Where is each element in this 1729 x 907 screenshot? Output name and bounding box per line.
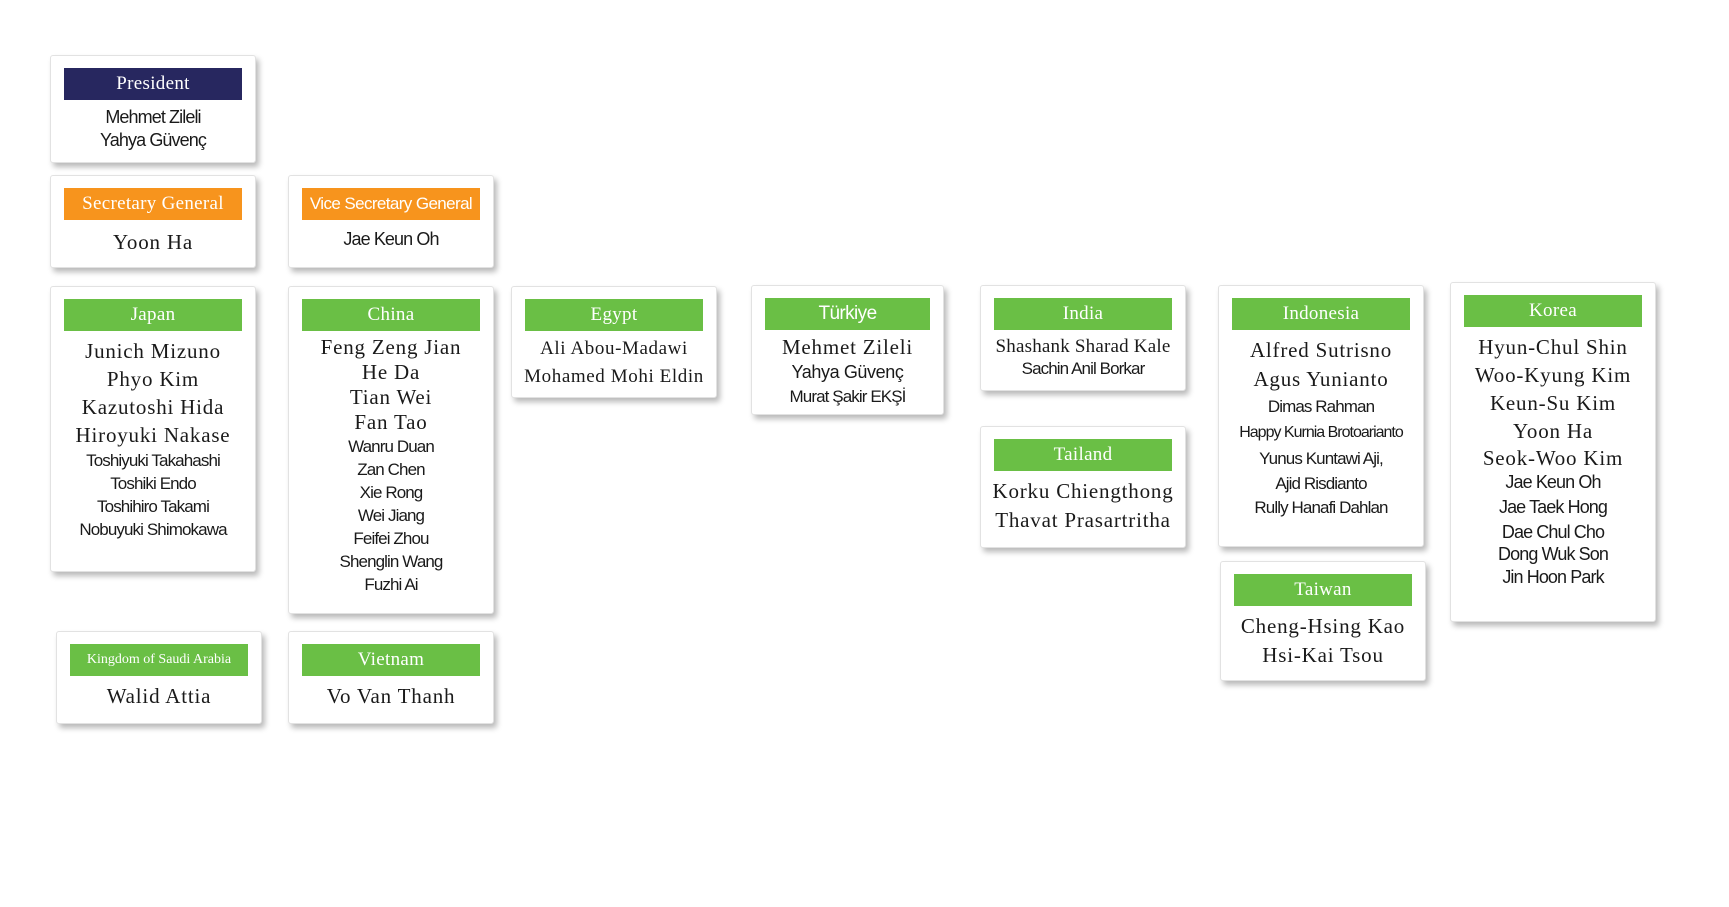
member-name: Jae Keun Oh xyxy=(343,229,439,249)
country-header-japan: Japan xyxy=(64,299,242,331)
member-name: Yahya Güvenç xyxy=(791,362,904,382)
member-name: Fan Tao xyxy=(354,410,428,434)
country-card-indonesia: Indonesia Alfred Sutrisno Agus Yunianto … xyxy=(1218,285,1424,547)
country-members-tailand: Korku Chiengthong Thavat Prasartritha xyxy=(981,477,1185,535)
country-card-taiwan: Taiwan Cheng-Hsing Kao Hsi-Kai Tsou xyxy=(1220,561,1426,681)
member-name: Toshiyuki Takahashi xyxy=(86,451,221,470)
member-name: Sachin Anil Borkar xyxy=(1021,359,1146,378)
member-name: Walid Attia xyxy=(106,684,212,708)
member-name: Yoon Ha xyxy=(113,230,193,254)
country-members-turkiye: Mehmet Zileli Yahya Güvenç Murat Şakir E… xyxy=(752,334,943,408)
country-members-saudi-arabia: Walid Attia xyxy=(57,682,261,710)
country-members-korea: Hyun-Chul Shin Woo-Kyung Kim Keun-Su Kim… xyxy=(1451,333,1655,590)
country-header-egypt: Egypt xyxy=(525,299,703,331)
country-members-vietnam: Vo Van Thanh xyxy=(289,682,493,710)
member-name: Murat Şakir EKŞİ xyxy=(789,387,907,406)
member-name: Dong Wuk Son xyxy=(1498,544,1609,564)
president-card: President Mehmet Zileli Yahya Güvenç xyxy=(50,55,256,163)
member-name: Toshihiro Takami xyxy=(97,497,210,516)
country-card-japan: Japan Junich Mizuno Phyo Kim Kazutoshi H… xyxy=(50,286,256,572)
member-name: Vo Van Thanh xyxy=(326,684,456,708)
member-name: Kazutoshi Hida xyxy=(81,395,225,419)
country-header-vietnam: Vietnam xyxy=(302,644,480,676)
member-name: Agus Yunianto xyxy=(1253,367,1389,391)
member-name: Feng Zeng Jian xyxy=(320,335,462,359)
country-header-saudi-arabia: Kingdom of Saudi Arabia xyxy=(70,644,248,676)
member-name: Cheng-Hsing Kao xyxy=(1240,614,1406,638)
country-header-tailand: Tailand xyxy=(994,439,1172,471)
country-card-saudi-arabia: Kingdom of Saudi Arabia Walid Attia xyxy=(56,631,262,724)
member-name: Tian Wei xyxy=(349,385,433,409)
country-card-egypt: Egypt Ali Abou-Madawi Mohamed Mohi Eldin xyxy=(511,286,717,398)
member-name: Mehmet Zileli xyxy=(781,335,914,359)
member-name: Mehmet Zileli xyxy=(105,107,201,127)
member-name: Hiroyuki Nakase xyxy=(75,423,231,447)
country-members-egypt: Ali Abou-Madawi Mohamed Mohi Eldin xyxy=(512,335,716,391)
member-name: Happy Kurnia Brotoarianto xyxy=(1239,424,1404,441)
member-name: Shenglin Wang xyxy=(339,552,444,571)
country-header-china: China xyxy=(302,299,480,331)
secretary-general-members: Yoon Ha xyxy=(51,228,255,256)
country-header-india: India xyxy=(994,298,1172,330)
member-name: Alfred Sutrisno xyxy=(1249,338,1393,362)
country-card-turkiye: Türkiye Mehmet Zileli Yahya Güvenç Murat… xyxy=(751,285,944,415)
member-name: Yahya Güvenç xyxy=(100,130,207,150)
member-name: Yunus Kuntawi Aji, xyxy=(1259,449,1384,468)
country-members-taiwan: Cheng-Hsing Kao Hsi-Kai Tsou xyxy=(1221,612,1425,670)
vice-secretary-general-header: Vice Secretary General xyxy=(302,188,480,220)
member-name: Hyun-Chul Shin xyxy=(1478,335,1628,359)
member-name: Jae Taek Hong xyxy=(1498,497,1608,517)
member-name: Korku Chiengthong xyxy=(992,479,1174,503)
country-members-indonesia: Alfred Sutrisno Agus Yunianto Dimas Rahm… xyxy=(1219,336,1423,519)
member-name: Phyo Kim xyxy=(106,367,200,391)
vice-secretary-general-members: Jae Keun Oh xyxy=(289,228,493,251)
member-name: Jae Keun Oh xyxy=(1505,472,1601,492)
country-header-indonesia: Indonesia xyxy=(1232,298,1410,330)
member-name: Wanru Duan xyxy=(348,437,435,456)
member-name: He Da xyxy=(361,360,421,384)
country-header-turkiye: Türkiye xyxy=(765,298,930,330)
member-name: Ajid Risdianto xyxy=(1275,474,1367,493)
member-name: Woo-Kyung Kim xyxy=(1474,363,1632,387)
member-name: Hsi-Kai Tsou xyxy=(1262,643,1384,667)
country-members-india: Shashank Sharad Kale Sachin Anil Borkar xyxy=(981,334,1185,378)
member-name: Toshiki Endo xyxy=(110,474,196,493)
country-card-tailand: Tailand Korku Chiengthong Thavat Prasart… xyxy=(980,426,1186,548)
member-name: Mohamed Mohi Eldin xyxy=(524,366,704,387)
country-card-india: India Shashank Sharad Kale Sachin Anil B… xyxy=(980,285,1186,391)
country-header-korea: Korea xyxy=(1464,295,1642,327)
member-name: Jin Hoon Park xyxy=(1502,567,1604,587)
member-name: Xie Rong xyxy=(359,483,424,502)
member-name: Seok-Woo Kim xyxy=(1482,446,1624,470)
country-card-vietnam: Vietnam Vo Van Thanh xyxy=(288,631,494,724)
member-name: Fuzhi Ai xyxy=(364,575,418,594)
member-name: Dae Chul Cho xyxy=(1501,522,1605,542)
member-name: Dimas Rahman xyxy=(1267,397,1375,416)
president-members: Mehmet Zileli Yahya Güvenç xyxy=(51,106,255,152)
member-name: Thavat Prasartritha xyxy=(995,508,1171,532)
member-name: Keun-Su Kim xyxy=(1489,391,1617,415)
member-name: Ali Abou-Madawi xyxy=(540,338,688,359)
member-name: Wei Jiang xyxy=(357,506,425,525)
member-name: Junich Mizuno xyxy=(85,339,221,363)
secretary-general-card: Secretary General Yoon Ha xyxy=(50,175,256,268)
secretary-general-header: Secretary General xyxy=(64,188,242,220)
member-name: Zan Chen xyxy=(357,460,425,479)
country-members-china: Feng Zeng Jian He Da Tian Wei Fan Tao Wa… xyxy=(289,335,493,596)
member-name: Feifei Zhou xyxy=(353,529,429,548)
president-header: President xyxy=(64,68,242,100)
member-name: Yoon Ha xyxy=(1513,419,1593,443)
country-members-japan: Junich Mizuno Phyo Kim Kazutoshi Hida Hi… xyxy=(51,337,255,541)
member-name: Rully Hanafi Dahlan xyxy=(1254,498,1388,517)
country-card-korea: Korea Hyun-Chul Shin Woo-Kyung Kim Keun-… xyxy=(1450,282,1656,622)
country-header-taiwan: Taiwan xyxy=(1234,574,1412,606)
member-name: Shashank Sharad Kale xyxy=(995,336,1171,357)
vice-secretary-general-card: Vice Secretary General Jae Keun Oh xyxy=(288,175,494,268)
country-card-china: China Feng Zeng Jian He Da Tian Wei Fan … xyxy=(288,286,494,614)
member-name: Nobuyuki Shimokawa xyxy=(79,520,227,539)
